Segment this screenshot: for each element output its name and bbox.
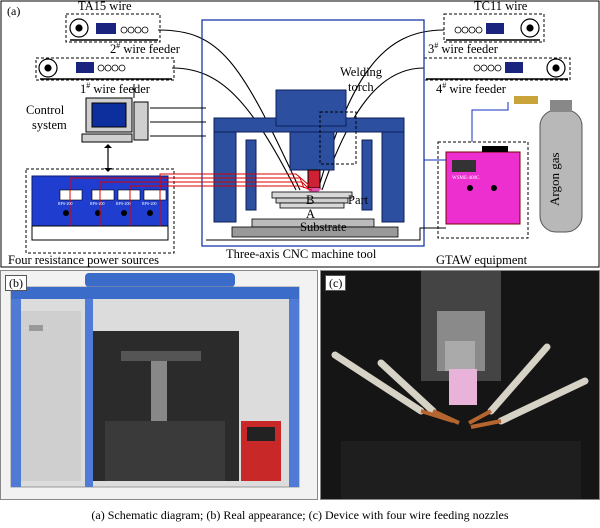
panel-b-tag: (b) <box>5 275 27 291</box>
part-label: Part <box>348 193 369 207</box>
machine-photo-illustration <box>1 271 317 499</box>
control-system-label-2: system <box>32 118 67 132</box>
feeder-1-sup: # <box>86 81 91 90</box>
figure-caption: (a) Schematic diagram; (b) Real appearan… <box>91 508 509 522</box>
wire-feeder-2 <box>65 13 161 43</box>
label-a: A <box>306 207 316 221</box>
wire-feeder-3 <box>443 13 545 43</box>
ta15-wire-label: TA15 wire <box>78 0 132 13</box>
feeder-3-sup: # <box>434 41 439 50</box>
label-b: B <box>306 193 315 207</box>
cnc-tool-label: Three-axis CNC machine tool <box>226 247 377 261</box>
cnc-machine-frame <box>201 19 425 247</box>
control-system-label-1: Control <box>26 103 65 117</box>
gtaw-label: GTAW equipment <box>436 253 528 267</box>
panel-c-tag: (c) <box>325 275 347 291</box>
feeder-4-suffix: wire feeder <box>449 82 506 97</box>
feeder-4-number: 4 <box>436 82 443 97</box>
feeder-2-sup: # <box>116 41 121 50</box>
argon-cylinder <box>514 96 583 233</box>
power-sources-label: Four resistance power sources <box>8 253 159 267</box>
feeder-1-number: 1 <box>80 82 87 97</box>
psu-model-2: RPS-200 <box>90 201 105 206</box>
gtaw-unit <box>445 146 521 225</box>
wire-feeder-4-label: 4# wire feeder <box>436 82 506 96</box>
psu-model-4: RPS-200 <box>142 201 157 206</box>
gtaw-model: WSME-400C <box>452 176 480 181</box>
welding-torch-label-2: torch <box>348 80 374 94</box>
schematic-drawing <box>0 0 600 268</box>
feeder-4-sup: # <box>442 81 447 90</box>
real-appearance-photo: (b) <box>0 270 318 500</box>
feeder-2-suffix: wire feeder <box>123 42 180 57</box>
computer <box>81 97 149 143</box>
wire-feeder-2-label: 2# wire feeder <box>110 42 180 56</box>
feeder-3-suffix: wire feeder <box>441 42 498 57</box>
schematic-panel: (a) TA15 wire TC11 wire 2# wire feeder 1… <box>0 0 600 268</box>
panel-a-tag: (a) <box>7 4 21 18</box>
wire-feeder-3-label: 3# wire feeder <box>428 42 498 56</box>
psu-model-1: RPS-200 <box>58 201 73 206</box>
welding-torch-label-1: Welding <box>340 65 383 79</box>
nozzles-photo-illustration <box>321 271 599 499</box>
feeder-1-suffix: wire feeder <box>93 82 150 97</box>
wire-feeder-1-label: 1# wire feeder <box>80 82 150 96</box>
tc11-wire-label: TC11 wire <box>474 0 528 13</box>
wire-nozzles-photo: (c) <box>320 270 600 500</box>
substrate-label: Substrate <box>300 220 347 234</box>
psu-model-3: RPS-200 <box>116 201 131 206</box>
argon-gas-label: Argon gas <box>547 152 562 206</box>
feeder-2-number: 2 <box>110 42 117 57</box>
feeder-3-number: 3 <box>428 42 435 57</box>
